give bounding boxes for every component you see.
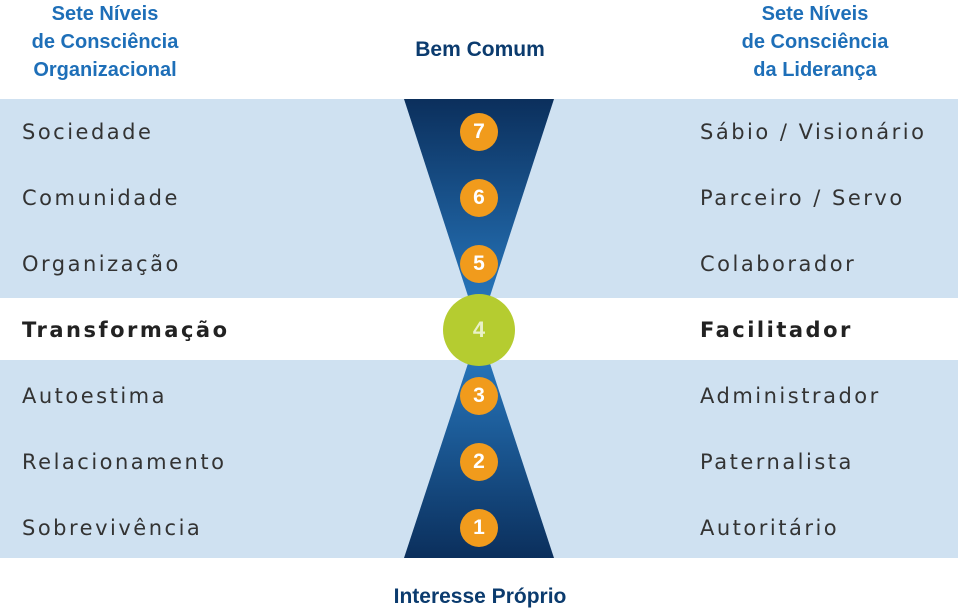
right-column-header: Sete Níveis de Consciência da Liderança <box>712 0 918 84</box>
leadership-level-label: Paternalista <box>700 450 854 474</box>
level-number-badge: 5 <box>460 245 498 283</box>
level-row-6: Comunidade 6 Parceiro / Servo <box>0 165 958 231</box>
organizational-level-label: Autoestima <box>22 384 168 408</box>
organizational-level-label: Transformação <box>22 318 230 342</box>
right-header-line-3: da Liderança <box>753 59 877 81</box>
level-row-4: Transformação 4 Facilitador <box>0 294 958 366</box>
level-number-badge: 1 <box>460 509 498 547</box>
leadership-level-label: Sábio / Visionário <box>700 120 927 144</box>
left-header-line-3: Organizacional <box>33 59 177 81</box>
left-column-header: Sete Níveis de Consciência Organizaciona… <box>2 0 208 84</box>
organizational-level-label: Relacionamento <box>22 450 227 474</box>
level-row-3: Autoestima 3 Administrador <box>0 363 958 429</box>
leadership-level-label: Autoritário <box>700 516 840 540</box>
organizational-level-label: Sobrevivência <box>22 516 203 540</box>
bottom-axis-label: Interesse Próprio <box>393 585 567 608</box>
right-header-line-1: Sete Níveis <box>761 3 869 25</box>
organizational-level-label: Sociedade <box>22 120 154 144</box>
level-row-1: Sobrevivência 1 Autoritário <box>0 495 958 561</box>
left-header-line-1: Sete Níveis <box>51 3 159 25</box>
level-number-badge: 3 <box>460 377 498 415</box>
level-row-5: Organização 5 Colaborador <box>0 231 958 297</box>
organizational-level-label: Comunidade <box>22 186 180 210</box>
leadership-level-label: Colaborador <box>700 252 857 276</box>
leadership-level-label: Administrador <box>700 384 881 408</box>
level-number-badge: 4 <box>443 294 515 366</box>
left-header-line-2: de Consciência <box>31 31 179 53</box>
level-row-7: Sociedade 7 Sábio / Visionário <box>0 99 958 165</box>
top-axis-label: Bem Comum <box>415 38 545 61</box>
level-number-badge: 6 <box>460 179 498 217</box>
organizational-level-label: Organização <box>22 252 181 276</box>
level-number-badge: 7 <box>460 113 498 151</box>
right-header-line-2: de Consciência <box>741 31 889 53</box>
level-row-2: Relacionamento 2 Paternalista <box>0 429 958 495</box>
leadership-level-label: Facilitador <box>700 318 853 342</box>
leadership-level-label: Parceiro / Servo <box>700 186 905 210</box>
level-number-badge: 2 <box>460 443 498 481</box>
